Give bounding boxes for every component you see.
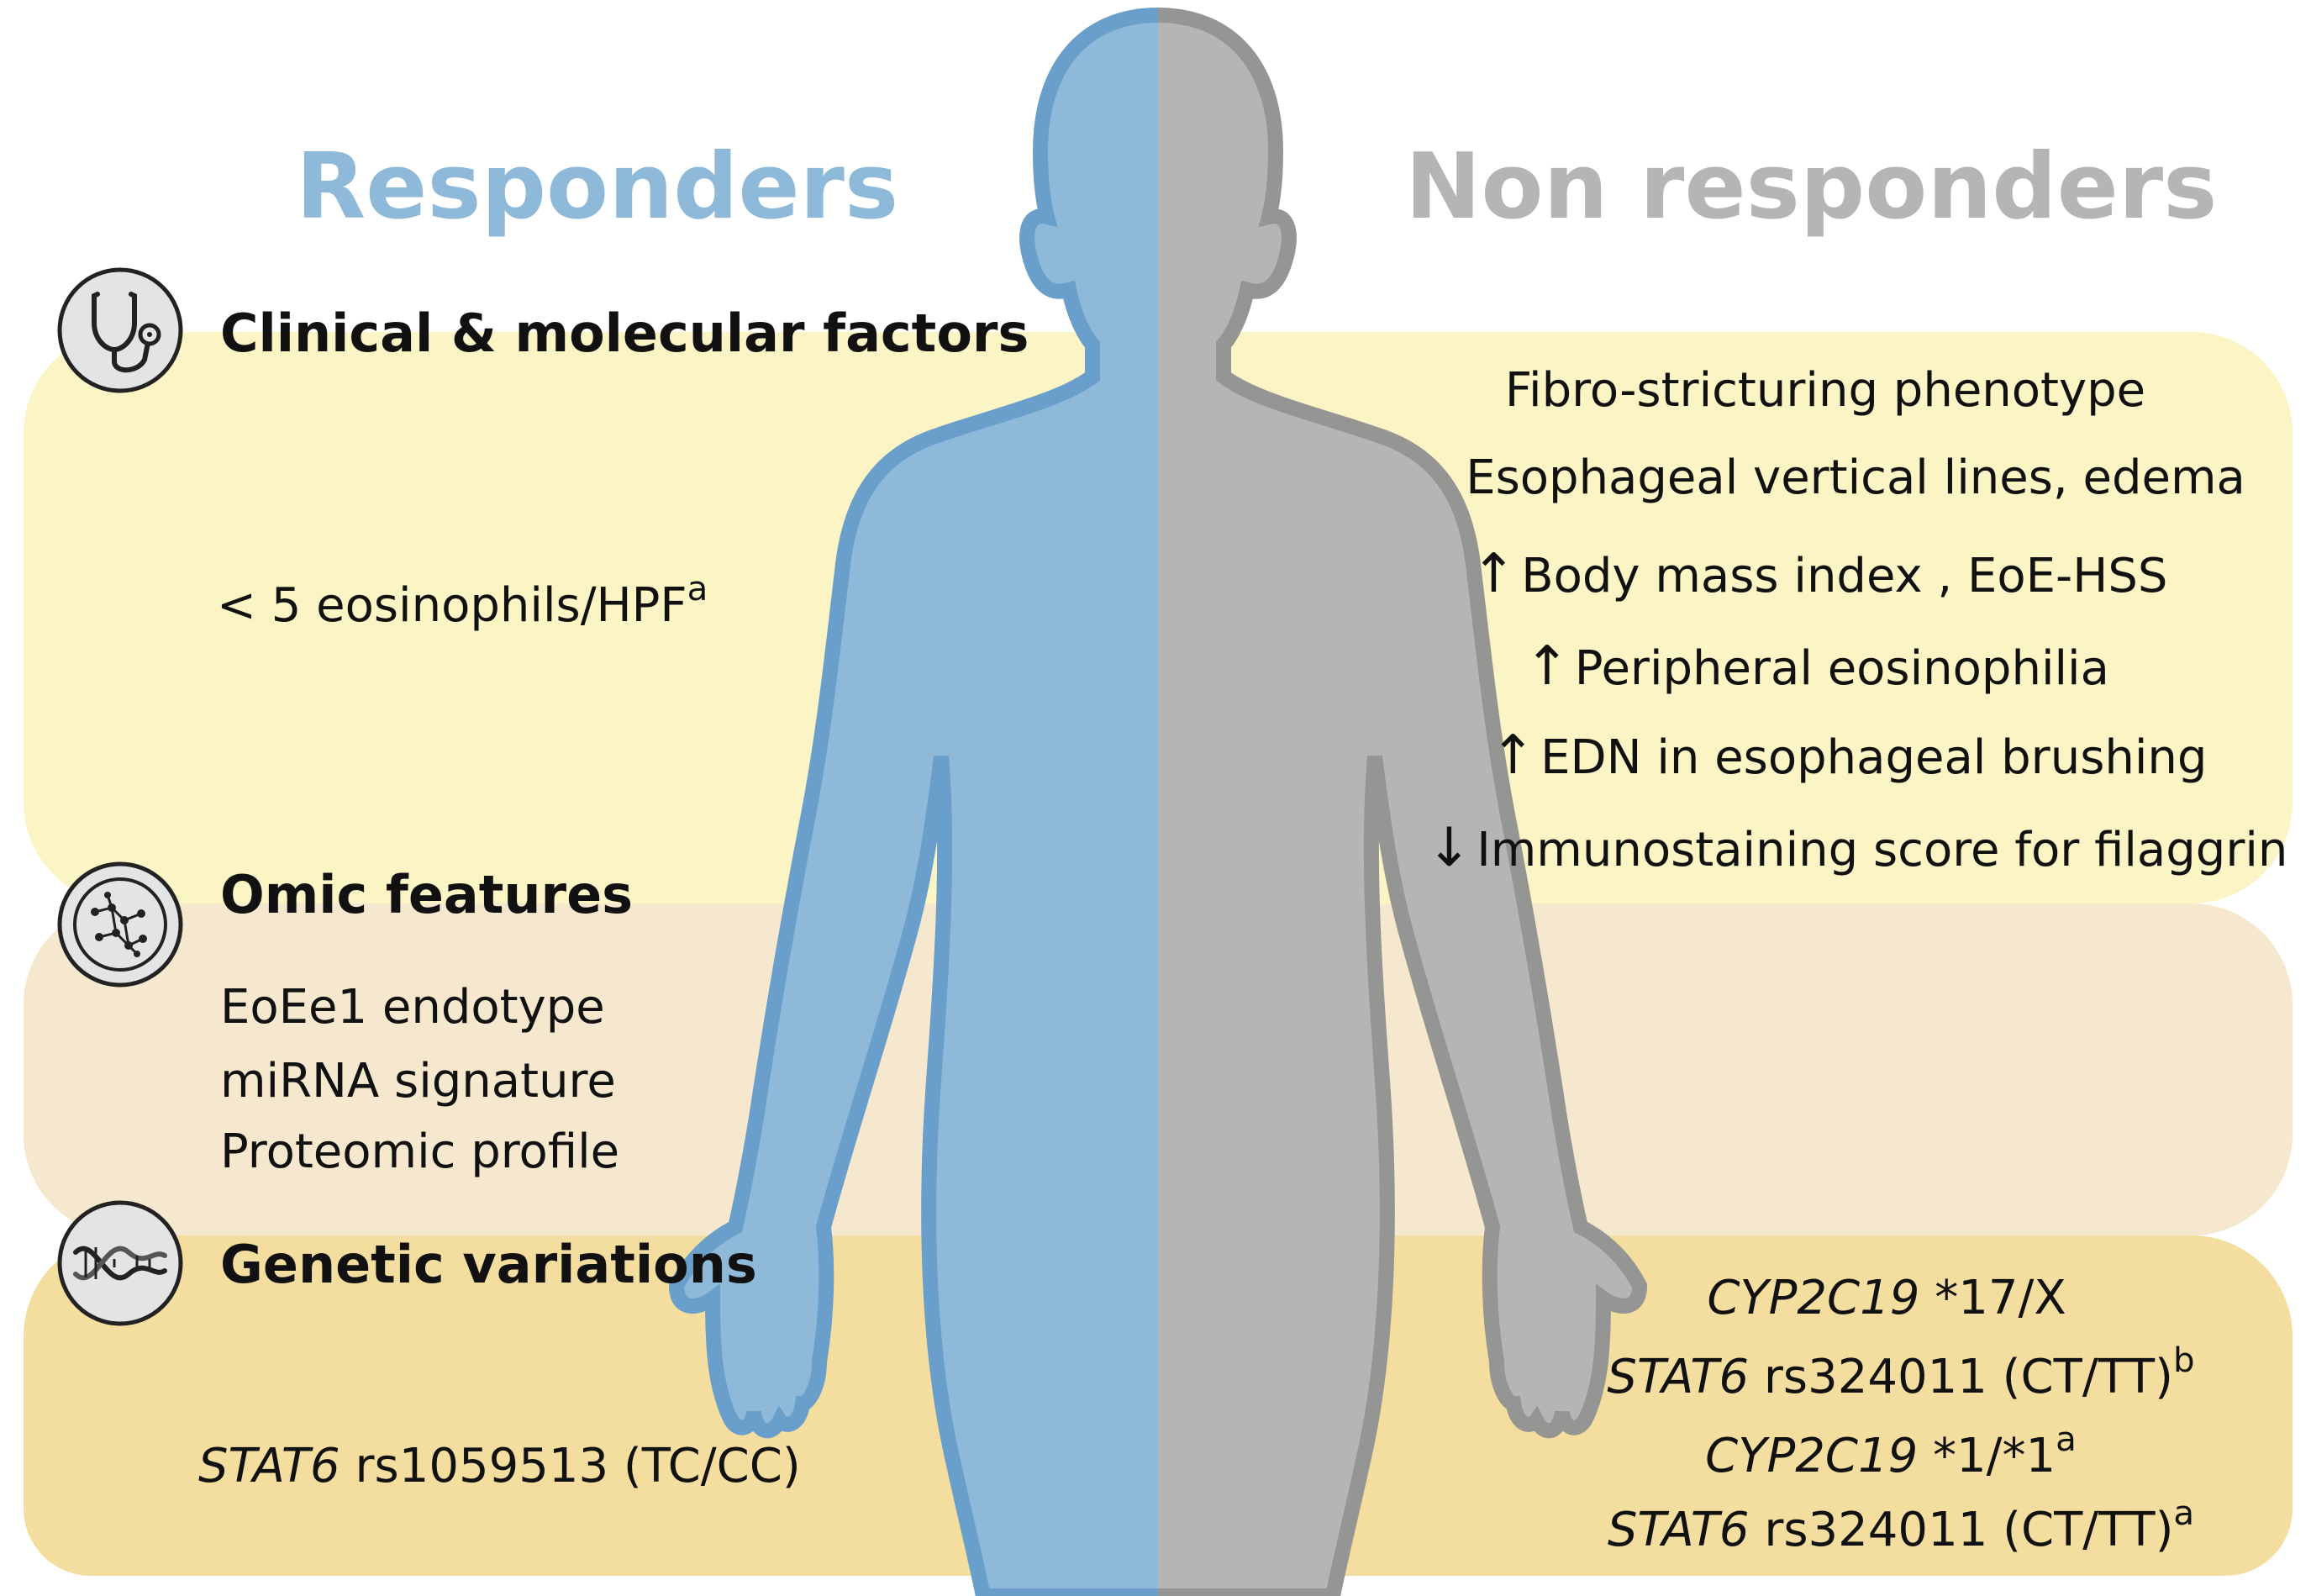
cell-network-icon — [57, 861, 183, 988]
genetic-variations-heading: Genetic variations — [220, 1234, 757, 1295]
responder-genetic-item: STAT6 rs1059513 (TC/CC) — [198, 1439, 801, 1493]
responders-title: Responders — [296, 134, 899, 240]
clinical-factors-heading: Clinical & molecular factors — [220, 303, 1029, 364]
non-responders-title: Non responders — [1405, 134, 2218, 240]
non-responder-clinical-item: ↑Peripheral eosinophilia — [1524, 635, 2109, 698]
up-arrow-icon: ↑ — [1524, 635, 1570, 698]
non-responder-genetic-item: CYP2C19 *17/X — [1707, 1271, 2066, 1325]
non-responder-clinical-item: ↑Body mass index , EoE-HSS — [1471, 543, 2168, 605]
responder-omic-item: miRNA signature — [220, 1054, 616, 1109]
down-arrow-icon: ↓ — [1426, 817, 1472, 879]
non-responder-genetic-item: CYP2C19 *1/*1a — [1705, 1420, 2077, 1483]
up-arrow-icon: ↑ — [1490, 724, 1536, 787]
non-responder-clinical-item: Fibro-stricturing phenotype — [1504, 363, 2146, 418]
non-responder-genetic-item: STAT6 rs324011 (CT/TT)a — [1607, 1493, 2195, 1557]
stethoscope-icon — [57, 267, 183, 393]
omic-features-heading: Omic features — [220, 864, 634, 925]
non-responder-clinical-item: ↓Immunostaining score for filaggrin — [1426, 817, 2288, 879]
dna-icon — [57, 1200, 183, 1326]
up-arrow-icon: ↑ — [1471, 543, 1517, 605]
non-responder-clinical-item: Esophageal vertical lines, edema — [1466, 450, 2245, 505]
responder-clinical-item: < 5 eosinophils/HPFa — [217, 569, 708, 633]
non-responder-genetic-item: STAT6 rs324011 (CT/TT)b — [1607, 1341, 2195, 1404]
responder-omic-item: EoEe1 endotype — [220, 980, 605, 1035]
responder-omic-item: Proteomic profile — [220, 1125, 620, 1179]
non-responder-clinical-item: ↑EDN in esophageal brushing — [1490, 724, 2208, 787]
